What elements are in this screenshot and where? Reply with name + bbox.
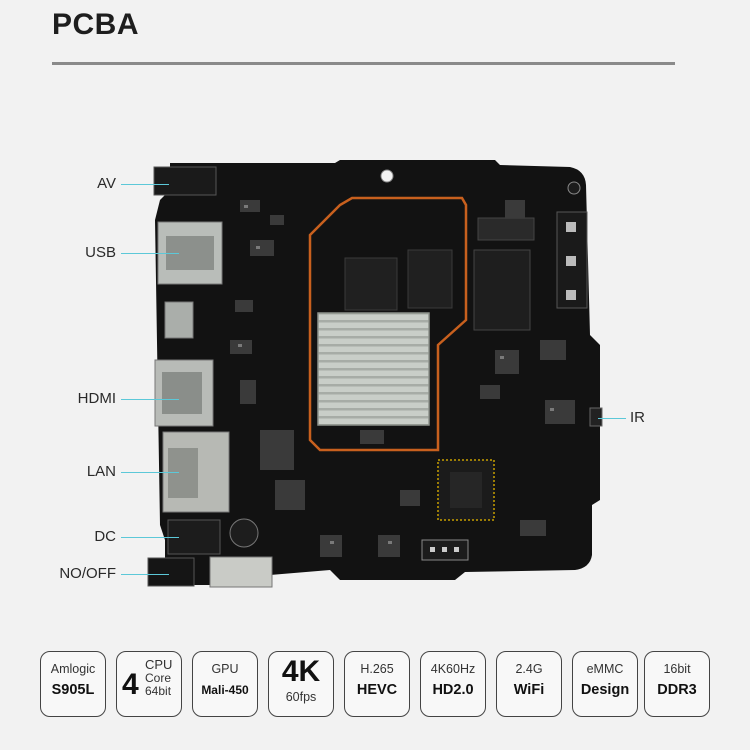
port-label-hdmi: HDMI bbox=[77, 390, 116, 407]
pcb-board-illustration bbox=[147, 160, 603, 588]
leader-line-usb bbox=[121, 253, 179, 254]
spec-storage-bottom: Design bbox=[580, 682, 630, 698]
wifi-module bbox=[437, 459, 495, 521]
spec-gpu-bottom: Mali-450 bbox=[201, 683, 249, 697]
port-label-dc: DC bbox=[94, 528, 116, 545]
spec-cpu-line2: Core bbox=[145, 670, 172, 685]
leader-line-lan bbox=[121, 472, 179, 473]
spec-gpu: GPU Mali-450 bbox=[192, 651, 258, 717]
port-label-av: AV bbox=[97, 175, 116, 192]
mounting-hole bbox=[380, 169, 394, 183]
spec-hdmi-top: 4K60Hz bbox=[430, 662, 476, 676]
spec-cpu-line1: CPU bbox=[145, 657, 173, 672]
spec-soc: Amlogic S905L bbox=[40, 651, 106, 717]
port-label-lan: LAN bbox=[86, 463, 116, 480]
av-jack bbox=[153, 166, 217, 196]
capacitor bbox=[229, 518, 259, 548]
leader-line-ir bbox=[598, 418, 626, 419]
spec-cpu-line3: 64bit bbox=[145, 684, 172, 698]
spec-storage-top: eMMC bbox=[586, 662, 624, 676]
spec-gpu-top: GPU bbox=[211, 662, 239, 676]
spec-codec-top: H.265 bbox=[360, 662, 394, 676]
ram-chip-1 bbox=[344, 257, 398, 311]
emmc-chip bbox=[473, 249, 531, 331]
spec-ram: 16bit DDR3 bbox=[644, 651, 710, 717]
leader-line-power-switch bbox=[121, 574, 169, 575]
copper-trace bbox=[308, 196, 468, 452]
spec-wifi-bottom: WiFi bbox=[513, 682, 545, 698]
leader-line-hdmi bbox=[121, 399, 179, 400]
spec-cpu-lines: CPU Core 64bit bbox=[145, 658, 172, 699]
spec-resolution-small: 60fps bbox=[285, 690, 317, 704]
spec-soc-top: Amlogic bbox=[50, 662, 96, 676]
leader-line-av bbox=[121, 184, 169, 185]
power-switch bbox=[147, 557, 195, 587]
spec-soc-bottom: S905L bbox=[51, 682, 95, 698]
spec-badges: Amlogic S905L 4 CPU Core 64bit GPU Mali-… bbox=[40, 651, 710, 719]
spec-resolution: 4K 60fps bbox=[268, 651, 334, 717]
port-label-ir: IR bbox=[630, 409, 645, 426]
spec-cpu-cores: 4 bbox=[122, 668, 139, 701]
spec-wifi: 2.4G WiFi bbox=[496, 651, 562, 717]
page-title: PCBA bbox=[52, 8, 140, 41]
spec-ram-bottom: DDR3 bbox=[657, 682, 697, 698]
micro-usb-port bbox=[164, 301, 194, 339]
spec-hdmi-bottom: HD2.0 bbox=[432, 682, 474, 698]
spec-ram-top: 16bit bbox=[663, 662, 691, 676]
spec-codec-bottom: HEVC bbox=[356, 682, 398, 698]
spec-codec: H.265 HEVC bbox=[344, 651, 410, 717]
heatsink bbox=[317, 312, 430, 426]
spec-resolution-big: 4K bbox=[281, 655, 321, 688]
port-label-usb: USB bbox=[85, 244, 116, 261]
spec-hdmi: 4K60Hz HD2.0 bbox=[420, 651, 486, 717]
title-divider bbox=[52, 62, 675, 65]
port-label-power-switch: NO/OFF bbox=[59, 565, 116, 582]
ram-chip-2 bbox=[407, 249, 453, 309]
ir-receiver bbox=[589, 407, 603, 427]
spec-storage: eMMC Design bbox=[572, 651, 638, 717]
spec-cpu: 4 CPU Core 64bit bbox=[116, 651, 182, 717]
leader-line-dc bbox=[121, 537, 179, 538]
spec-wifi-top: 2.4G bbox=[515, 662, 543, 676]
